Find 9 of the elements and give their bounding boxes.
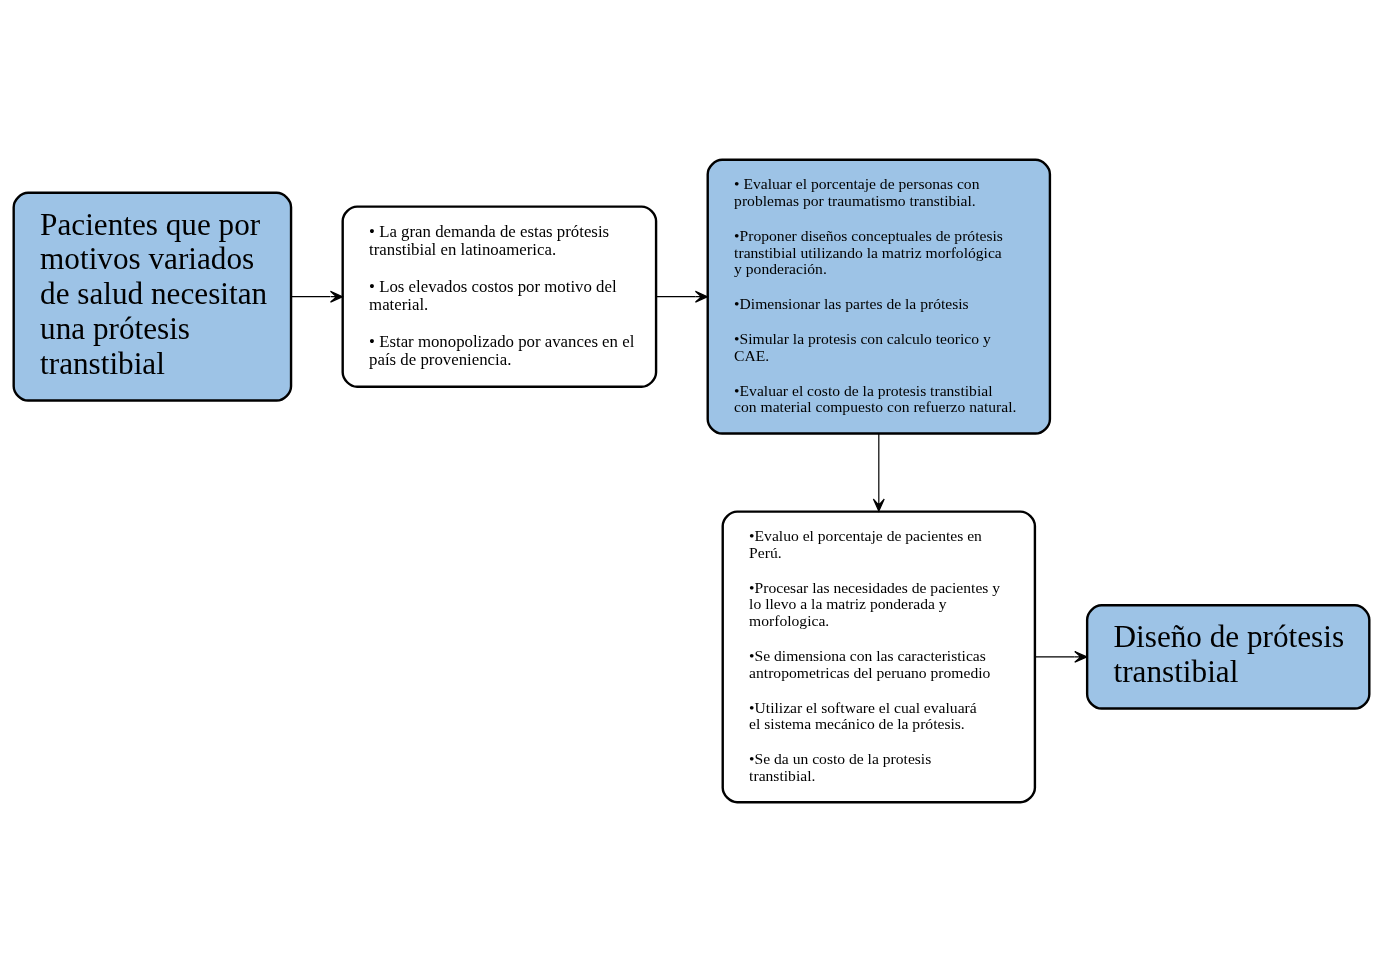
- arrow: [290, 290, 344, 303]
- node-box: Diseño de prótesis transtibial: [1085, 604, 1371, 710]
- node-box: • Evaluar el porcentaje de personas con problemas por traumatismo transtibial. •Proponer diseños conceptuales de prótesis transtibial utilizando la matriz morfológica y ponderación. •Dimensionar las partes de la prótesis •Simular la protesis con calculo teorico y CAE. •Evaluar el costo de la protesis transtibial con material compuesto con refuerzo natural.: [706, 158, 1052, 435]
- arrow: [1034, 650, 1088, 663]
- node-box: •Evaluo el porcentaje de pacientes en Perú. •Procesar las necesidades de pacientes y lo llevo a la matriz ponderada y morfologica. •Se dimensiona con las caracteristicas antropometricas del peruano promedio •Utilizar el software el cual evaluará el sistema mecánico de la prótesis. •Se da un costo de la protesis transtibial.: [721, 510, 1037, 804]
- arrow: [655, 290, 709, 303]
- arrow: [872, 433, 885, 512]
- node-box: • La gran demanda de estas prótesis transtibial en latinoamerica. • Los elevados costos por motivo del material. • Estar monopolizado por avances en el país de proveniencia.: [341, 205, 658, 388]
- node-box: Pacientes que por motivos variados de salud necesitan una prótesis transtibial: [12, 191, 293, 402]
